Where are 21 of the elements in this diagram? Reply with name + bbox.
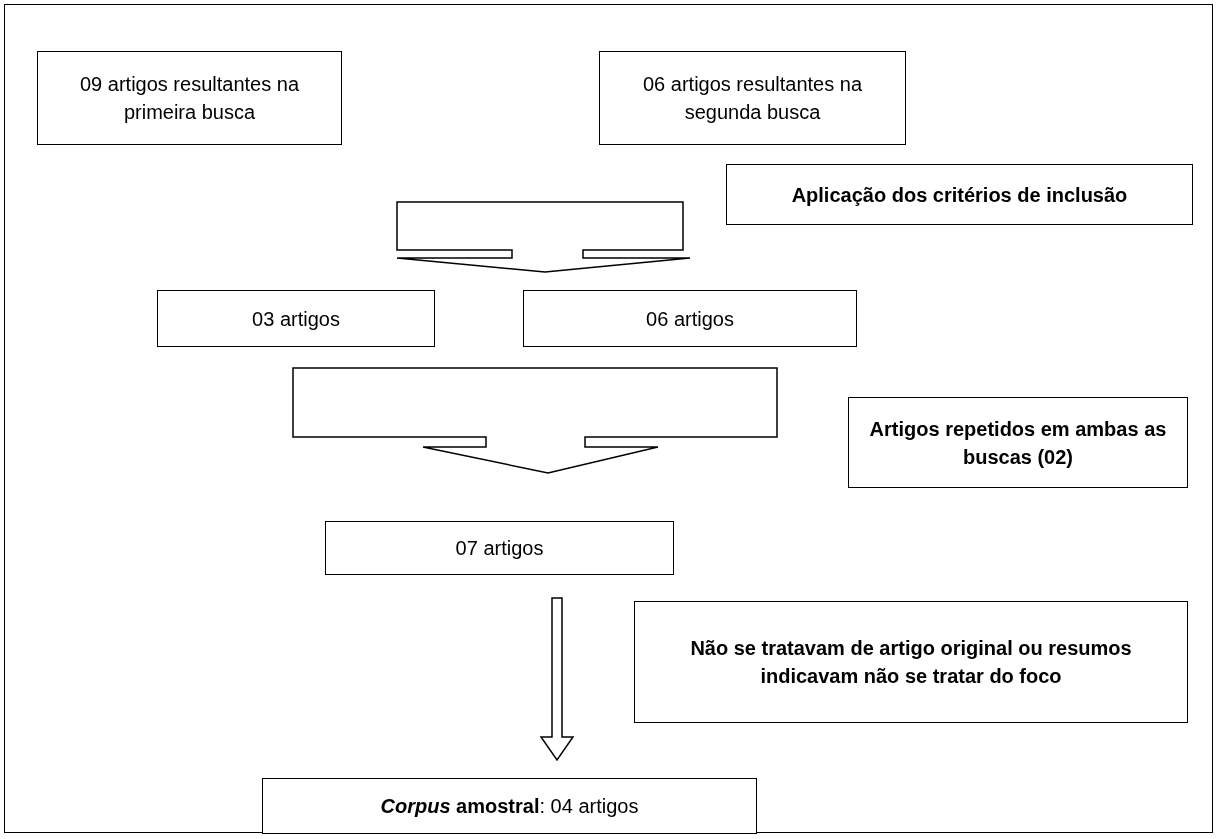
box-text: Artigos repetidos em ambas as buscas (02): [868, 416, 1168, 470]
block-arrow: [539, 597, 575, 762]
process-box: [726, 164, 1193, 225]
box-text: 06 artigos: [646, 306, 734, 332]
process-box: [325, 521, 674, 575]
process-box: [599, 51, 906, 145]
process-box: [848, 397, 1188, 488]
box-text: Aplicação dos critérios de inclusão: [791, 182, 1128, 208]
box-text: Não se tratavam de artigo original ou resumos indicavam não se tratar do foco: [689, 636, 1133, 689]
box-text: 09 artigos resultantes na primeira busca: [79, 72, 300, 125]
process-box: [157, 290, 435, 347]
process-box: [523, 290, 857, 347]
box-text: 06 artigos resultantes na segunda busca: [642, 72, 863, 125]
box-text: Corpus amostral: 04 artigos: [380, 794, 639, 819]
process-box: [262, 778, 757, 834]
block-arrow: [396, 201, 691, 273]
box-text: 03 artigos: [252, 306, 340, 332]
box-text: 07 artigos: [455, 536, 544, 561]
process-box: [634, 601, 1188, 723]
block-arrow: [292, 367, 778, 474]
process-box: [37, 51, 342, 145]
